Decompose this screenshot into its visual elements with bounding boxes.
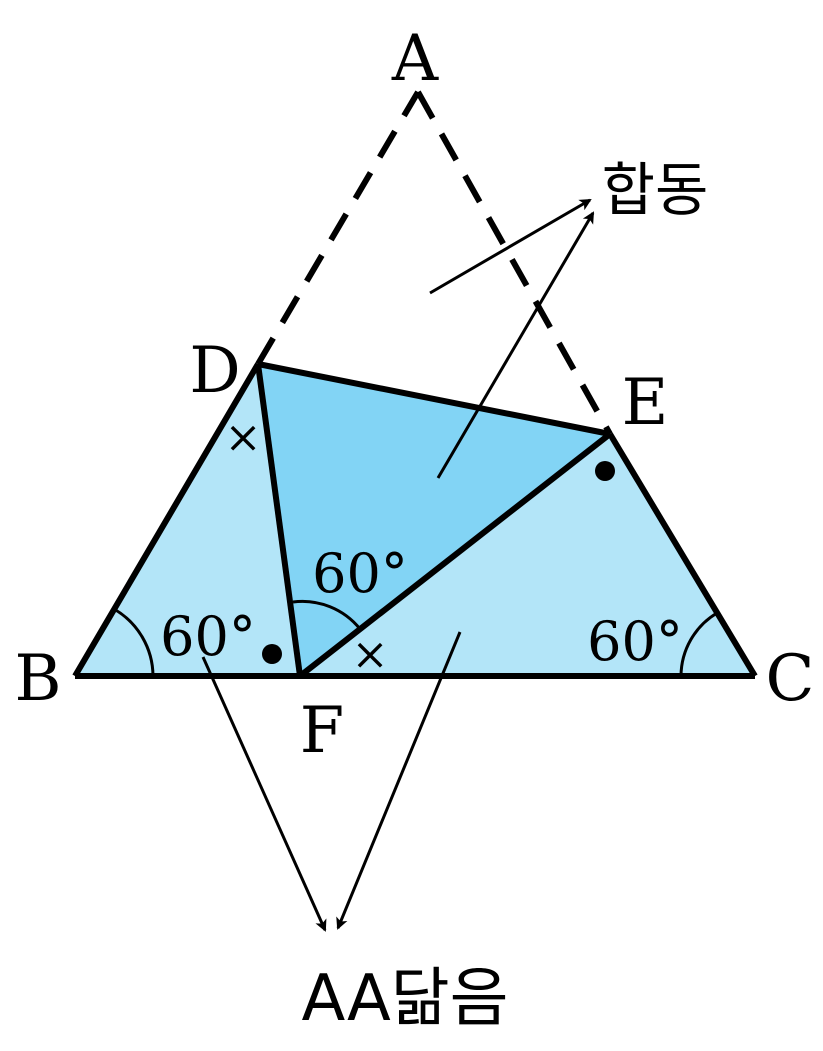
dashed-line-da (255, 90, 421, 366)
annotation-similar: AA닮음 (301, 962, 508, 1036)
dashed-line-ae (415, 90, 613, 436)
angle-arc-c (679, 611, 718, 677)
angle-arc-dfe (292, 599, 362, 630)
arrow-to-similar-1 (201, 656, 327, 932)
point-label-f: F (300, 694, 344, 768)
point-label-d: D (189, 334, 240, 408)
cross-mark-d: × (225, 412, 262, 463)
angle-label-c: 60° (587, 610, 683, 673)
segment-de (257, 361, 611, 437)
segment-fe (298, 431, 612, 679)
arrow-to-congruent-1 (429, 198, 592, 295)
arrow-to-similar-2 (336, 631, 462, 930)
point-label-c: C (766, 642, 815, 716)
point-label-b: B (14, 642, 61, 716)
segment-df (255, 363, 303, 677)
dot-mark-e (595, 461, 615, 481)
annotation-congruent: 합동 (602, 156, 709, 224)
angle-label-dfe: 60° (312, 542, 408, 605)
angle-arc-b (113, 607, 155, 677)
angle-label-b: 60° (160, 605, 256, 668)
arrow-to-congruent-2 (436, 211, 595, 479)
point-label-a: A (391, 22, 439, 96)
triangle-def (258, 364, 610, 676)
segment-bd (72, 362, 261, 678)
dot-mark-f (262, 644, 282, 664)
cross-mark-f: × (352, 629, 389, 680)
segment-ec (607, 432, 758, 678)
point-label-e: E (622, 366, 669, 440)
